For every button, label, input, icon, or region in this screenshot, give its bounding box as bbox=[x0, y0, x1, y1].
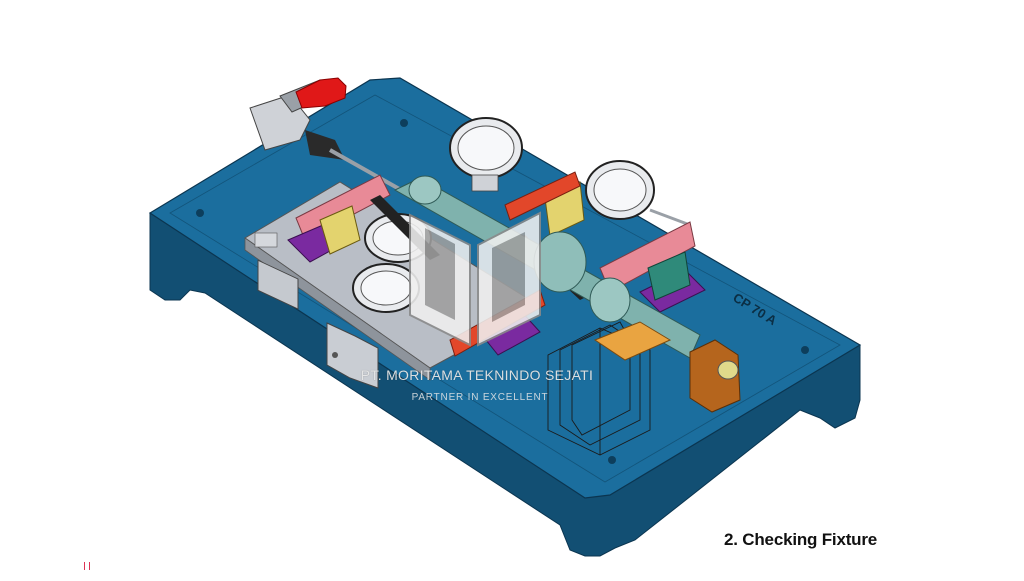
support-pad-left bbox=[287, 174, 391, 263]
company-logo-watermark bbox=[409, 211, 541, 347]
dial-gauge-bottom-left bbox=[352, 263, 420, 313]
watermark-company-name: PT. MORITAMA TEKNINDO SEJATI bbox=[360, 367, 594, 383]
part-shaft bbox=[393, 175, 701, 359]
clamp-handle bbox=[295, 77, 347, 109]
support-pad-right bbox=[599, 221, 706, 313]
wireframe-guard bbox=[547, 321, 651, 456]
front-locator-block bbox=[326, 322, 379, 389]
dial-gauge-top-right bbox=[585, 160, 691, 227]
slide-caption: 2. Checking Fixture bbox=[724, 530, 878, 549]
corner-marker-icon bbox=[84, 562, 90, 570]
toggle-clamp bbox=[249, 79, 411, 310]
watermark-tagline: PARTNER IN EXCELLENT bbox=[411, 392, 549, 403]
orange-bracket bbox=[593, 321, 672, 361]
dial-gauge-top-left bbox=[449, 117, 523, 192]
end-locator bbox=[689, 339, 741, 413]
